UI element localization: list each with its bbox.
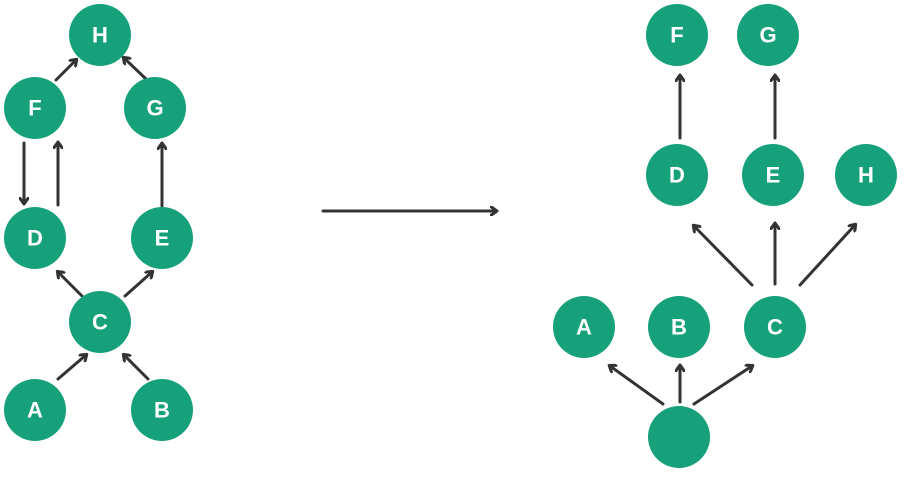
edge-G-H [124, 58, 148, 81]
edge-A-C [56, 355, 86, 381]
right-node-g: G [737, 4, 799, 66]
edge-C-E [123, 272, 152, 298]
edge-B-C [124, 355, 150, 381]
right-node-g-label: G [759, 23, 776, 48]
edge-F-H [54, 60, 76, 82]
left-node-f-label: F [28, 96, 41, 121]
right-node-b: B [648, 296, 710, 358]
left-node-a: A [4, 379, 66, 441]
edge-C-H-right [798, 225, 855, 287]
edge-root-A [610, 366, 665, 406]
left-node-h: H [69, 4, 131, 66]
edge-root-C [692, 366, 752, 406]
right-node-c-label: C [767, 315, 783, 340]
right-node-c: C [744, 296, 806, 358]
left-node-g: G [124, 77, 186, 139]
left-graph-edges [24, 58, 162, 381]
left-graph-nodes: H F G D E C A [4, 4, 193, 441]
left-node-c: C [69, 291, 131, 353]
right-node-e-label: E [766, 163, 781, 188]
right-node-h: H [835, 144, 897, 206]
left-node-b-label: B [154, 398, 170, 423]
right-node-h-label: H [858, 163, 874, 188]
left-node-d: D [4, 207, 66, 269]
left-node-c-label: C [92, 310, 108, 335]
right-node-e: E [742, 144, 804, 206]
right-node-f: F [646, 4, 708, 66]
left-node-h-label: H [92, 23, 108, 48]
right-node-a-label: A [576, 315, 592, 340]
left-node-f: F [4, 77, 66, 139]
right-graph-nodes: F G D E H A B [553, 4, 897, 468]
left-node-a-label: A [27, 398, 43, 423]
right-node-d: D [646, 144, 708, 206]
left-node-e-label: E [155, 226, 170, 251]
left-node-e: E [131, 207, 193, 269]
right-node-b-label: B [671, 315, 687, 340]
right-node-f-label: F [670, 23, 683, 48]
right-node-d-label: D [669, 163, 685, 188]
right-node-a: A [553, 296, 615, 358]
left-node-d-label: D [27, 226, 43, 251]
left-node-g-label: G [146, 96, 163, 121]
edge-C-D [58, 272, 84, 298]
right-node-root [648, 406, 710, 468]
edge-C-D-right [694, 226, 754, 287]
left-node-b: B [131, 379, 193, 441]
right-graph-edges [610, 76, 855, 406]
